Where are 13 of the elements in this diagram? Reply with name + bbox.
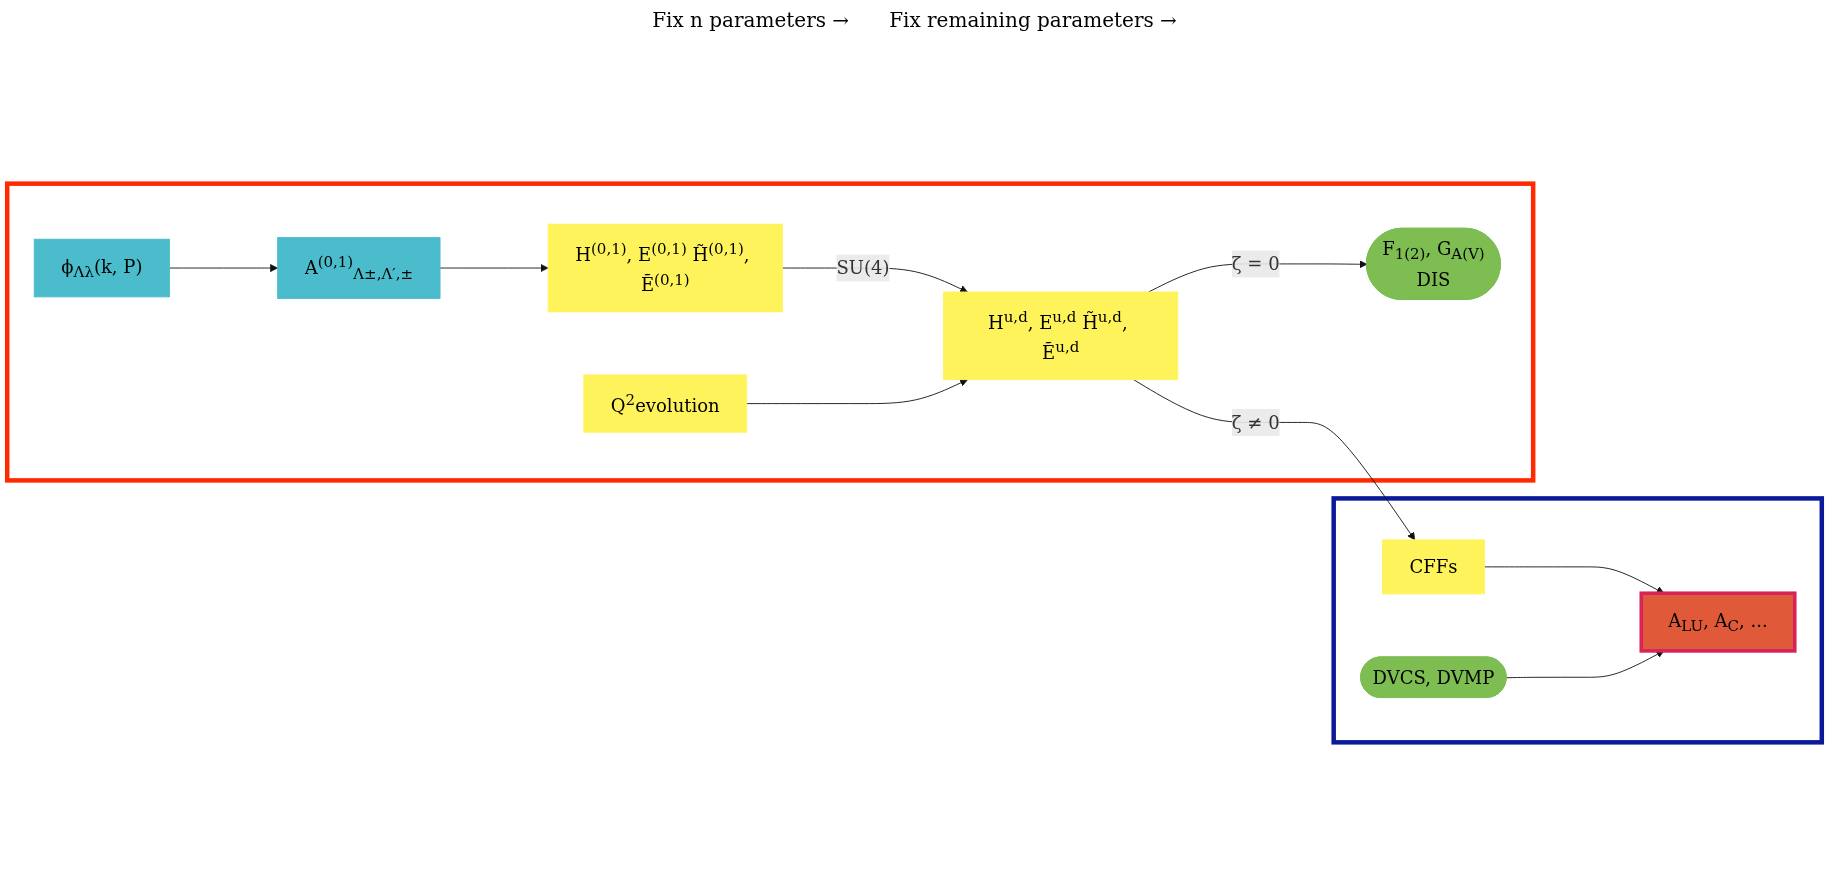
node-box: Q$^{2}$evolution — [583, 374, 748, 433]
node-box: A$_{LU}$, A$_{C}$, ... — [1639, 591, 1797, 653]
node-box: ϕ$_{Λλ}$(k, P) — [33, 238, 170, 298]
note: Fix n parameters → — [652, 8, 850, 32]
node-box: H$^{(0,1)}$, E$^{(0,1)}$ H̃$^{(0,1)}$, Ẽ$^{(0,1)}$ — [547, 223, 783, 313]
edge-label: ζ ≠ 0 — [1231, 411, 1280, 434]
cluster — [4, 181, 1536, 483]
node-box: CFFs — [1381, 539, 1485, 595]
edge-label: ζ = 0 — [1231, 253, 1280, 275]
edge-label: SU(4) — [836, 257, 890, 279]
cluster — [1331, 496, 1825, 745]
note: Fix remaining parameters → — [889, 8, 1177, 32]
node-box: H$^{u,d}$, E$^{u,d}$ H̃$^{u,d}$, Ẽ$^{u,d}$ — [943, 291, 1179, 381]
